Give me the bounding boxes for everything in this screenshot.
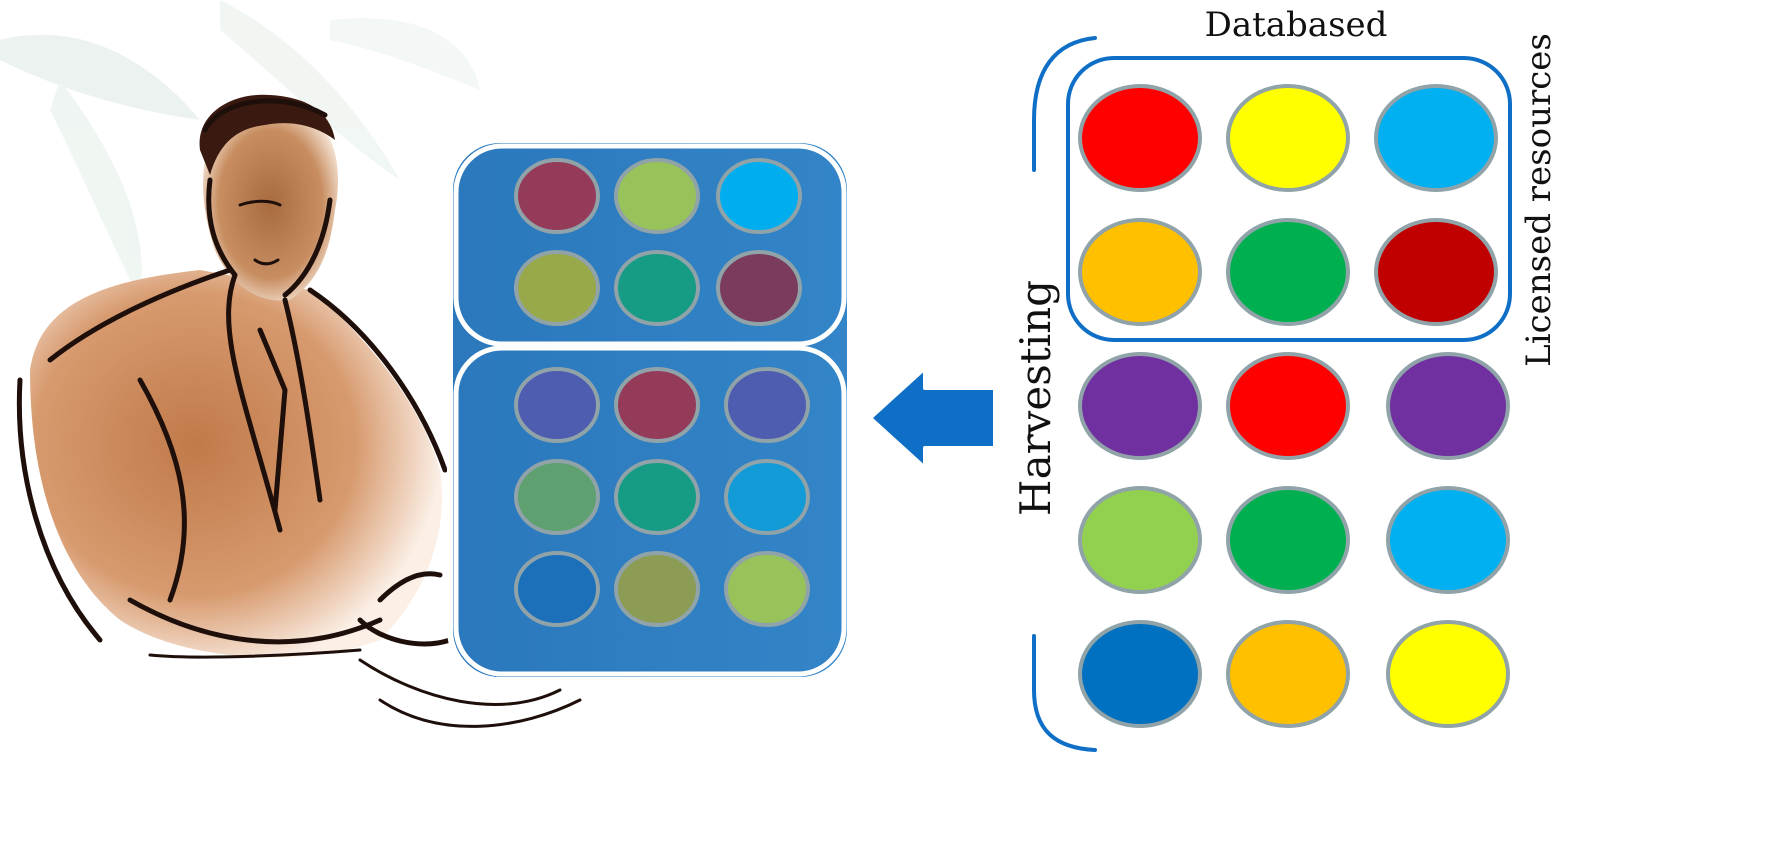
harvesting-bracket-bottom — [1032, 634, 1097, 752]
panel-circle — [614, 250, 700, 326]
licensed-resources-label: Licensed resources — [1519, 33, 1559, 367]
databased-group-box — [1066, 56, 1512, 342]
resource-grid — [1078, 84, 1510, 728]
panel-circle — [716, 158, 802, 234]
panel-circle — [514, 158, 600, 234]
panel-circle — [514, 250, 600, 326]
resource-circle — [1226, 352, 1350, 460]
resource-circle — [1386, 352, 1510, 460]
resource-circle — [1078, 218, 1202, 326]
panel-bottom-section — [453, 345, 847, 677]
resource-circle — [1226, 620, 1350, 728]
panel-top-section — [453, 143, 847, 347]
resource-circle — [1374, 218, 1498, 326]
panel-circles — [514, 158, 810, 627]
resource-circle — [1226, 84, 1350, 192]
left-arrow-icon — [868, 366, 997, 470]
resource-circle — [1078, 352, 1202, 460]
resource-circle — [1386, 620, 1510, 728]
databased-label: Databased — [1205, 5, 1388, 45]
panel-circle — [514, 551, 600, 627]
panel-circle — [614, 459, 700, 535]
panel-circle — [614, 367, 700, 443]
resource-circle — [1374, 84, 1498, 192]
panel-circle — [724, 367, 810, 443]
panel-circle — [514, 459, 600, 535]
resource-circle — [1078, 84, 1202, 192]
panel-circle — [614, 158, 700, 234]
harvesting-bracket-top — [1032, 36, 1097, 172]
resource-circle — [1078, 486, 1202, 594]
combined-results-panel — [447, 137, 853, 683]
panel-circle — [724, 551, 810, 627]
harvesting-label: Harvesting — [1011, 280, 1060, 516]
resource-circle — [1226, 218, 1350, 326]
panel-circle — [614, 551, 700, 627]
resource-circle — [1226, 486, 1350, 594]
panel-circle — [716, 250, 802, 326]
panel-circle — [514, 367, 600, 443]
panel-circle — [724, 459, 810, 535]
background-leaves — [0, 0, 480, 300]
businessman-illustration — [16, 94, 582, 728]
resource-circle — [1078, 620, 1202, 728]
resource-circle — [1386, 486, 1510, 594]
